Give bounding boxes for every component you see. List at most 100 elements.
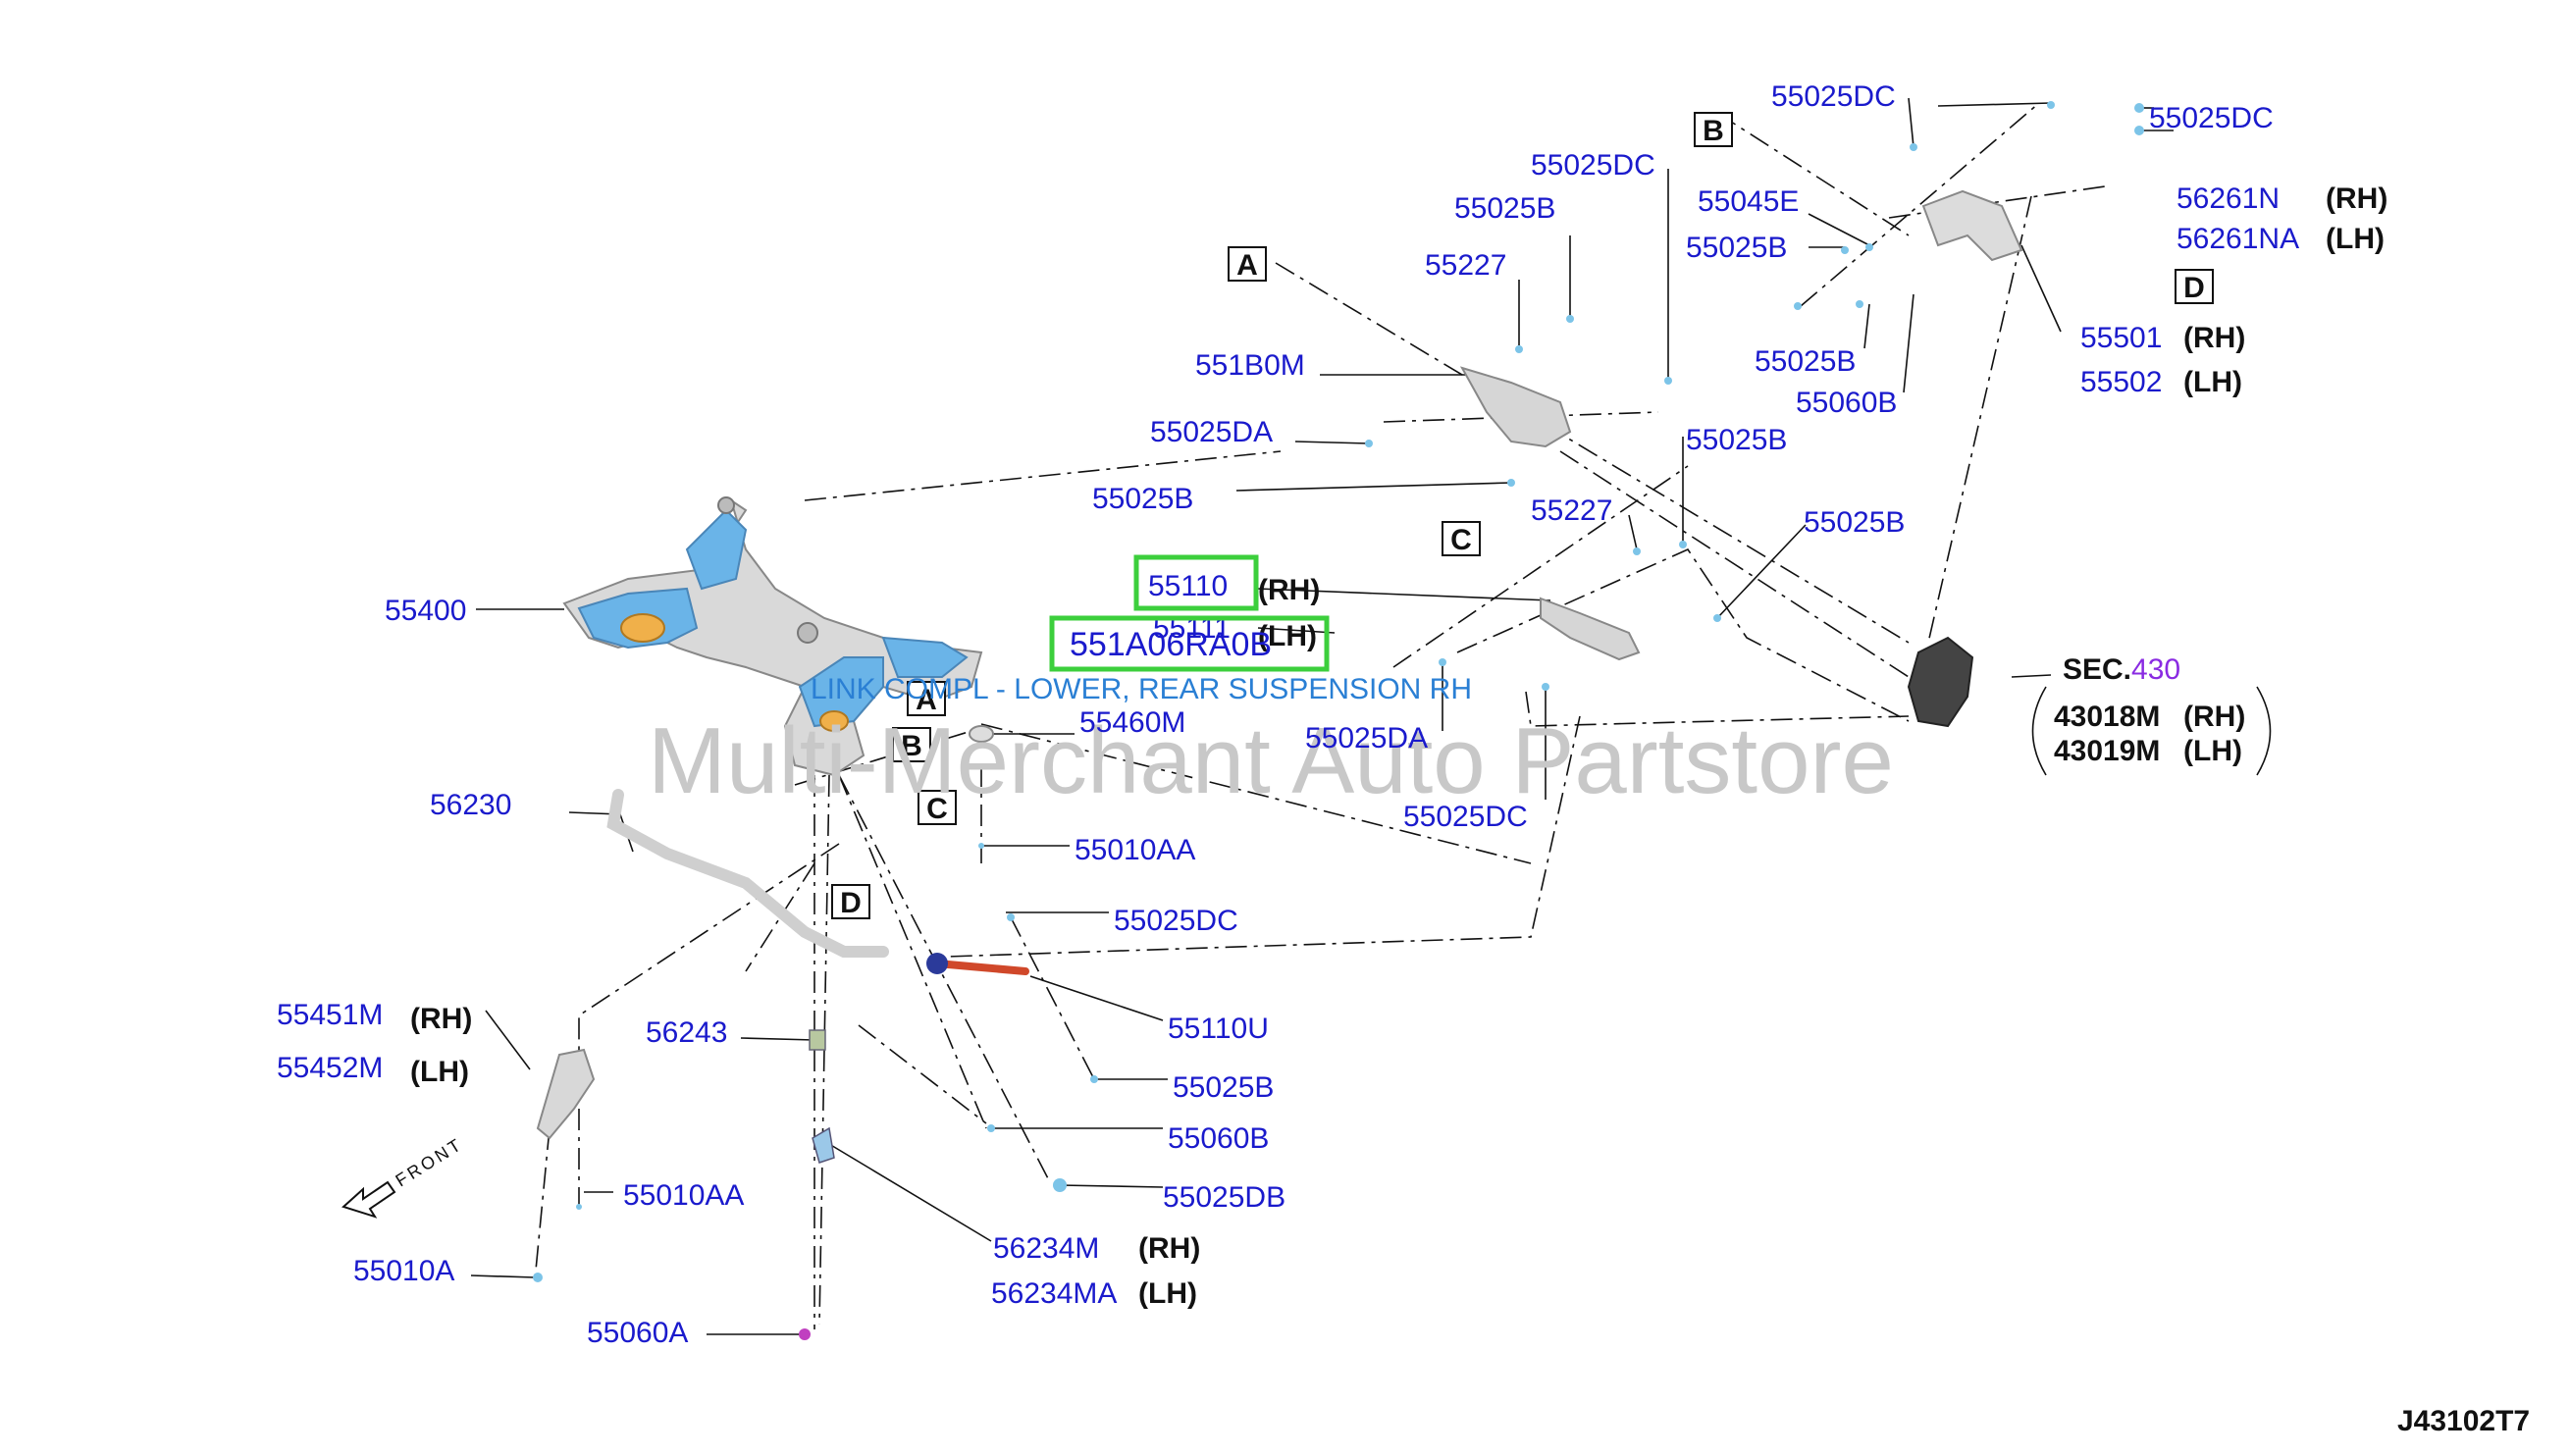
label-551B0M[interactable]: 551B0M [1195, 349, 1305, 382]
svg-text:D: D [2183, 272, 2205, 304]
label-55451M-group[interactable]: 55451M (RH) [277, 999, 472, 1035]
svg-text:A: A [916, 684, 937, 716]
label-55451M[interactable]: 55451M [277, 999, 383, 1031]
selected-part-number[interactable]: 551A06RA0B [1070, 626, 1272, 663]
suffix-lh: (LH) [2183, 366, 2242, 398]
label-56234MA[interactable]: 56234MA [991, 1277, 1117, 1310]
label-43019M[interactable]: 43019M [2054, 735, 2160, 767]
suffix-rh: (RH) [410, 1003, 472, 1035]
label-55460M[interactable]: 55460M [1079, 706, 1185, 739]
right-paren [2256, 686, 2272, 776]
label-55400[interactable]: 55400 [385, 595, 466, 627]
label-55501-group[interactable]: 55501 (RH) [2080, 322, 2245, 354]
part-labels[interactable]: 55025DC 55025DC 55025DC 55045E 55025B 55… [277, 80, 2387, 1349]
upper-arm-shape [1459, 366, 1572, 448]
section-reference[interactable]: SEC.430 43018M (RH) 43019M (LH) [2031, 653, 2272, 776]
label-55025DB[interactable]: 55025DB [1163, 1181, 1285, 1214]
label-55010AA-upper[interactable]: 55010AA [1075, 834, 1195, 866]
box-label-a-subframe: A [907, 681, 946, 716]
suffix-lh: (LH) [2326, 223, 2385, 255]
front-label: FRONT [393, 1134, 467, 1191]
label-55045E[interactable]: 55045E [1698, 185, 1799, 218]
label-55025B-bottom[interactable]: 55025B [1173, 1071, 1274, 1104]
label-55502-group[interactable]: 55502 (LH) [2080, 366, 2242, 398]
box-label-a-top: A [1228, 246, 1267, 282]
suffix-rh: (RH) [1138, 1232, 1200, 1265]
suffix-lh: (LH) [1258, 620, 1317, 652]
label-55452M[interactable]: 55452M [277, 1052, 383, 1084]
label-56230[interactable]: 56230 [430, 789, 511, 821]
label-56261NA-group[interactable]: 56261NA (LH) [2177, 223, 2385, 255]
selected-part-description: LINK COMPL - LOWER, REAR SUSPENSION RH [811, 673, 1472, 705]
label-55110-group[interactable]: 55110 (RH) [1133, 554, 1320, 611]
svg-text:D: D [840, 887, 862, 919]
selected-part-highlight [1049, 615, 1330, 672]
box-label-b-subframe: B [892, 727, 931, 762]
stabilizer-bar-shape [606, 789, 889, 958]
svg-text:A: A [1236, 249, 1258, 282]
label-55025B-top-right[interactable]: 55025B [1686, 232, 1787, 264]
part-shapes [533, 101, 2144, 1340]
fastener-dots [533, 101, 2144, 1282]
label-55010AA-lower[interactable]: 55010AA [623, 1179, 744, 1212]
box-label-d-top: D [2175, 269, 2214, 304]
label-56234MA-group[interactable]: 56234MA (LH) [991, 1277, 1197, 1310]
label-56261N-group[interactable]: 56261N (RH) [2177, 182, 2387, 215]
svg-text:C: C [1450, 524, 1472, 556]
label-55025DC-right[interactable]: 55025DC [2149, 102, 2274, 134]
watermark: Multi-Merchant Auto Partstore [648, 708, 1894, 813]
box-label-c-top: C [1442, 521, 1481, 556]
section-ref-label[interactable]: SEC.430 [2063, 653, 2180, 686]
label-56261NA[interactable]: 56261NA [2177, 223, 2299, 255]
label-55025DC-top[interactable]: 55025DC [1771, 80, 1896, 113]
label-55025DC-bottom[interactable]: 55025DC [1114, 905, 1238, 937]
suffix-rh: (RH) [2326, 182, 2387, 215]
label-55227-upper[interactable]: 55227 [1425, 249, 1506, 282]
suffix-lh: (LH) [2183, 735, 2242, 767]
label-56234M-group[interactable]: 56234M (RH) [993, 1232, 1200, 1265]
label-43019M-group[interactable]: 43019M (LH) [2054, 735, 2242, 767]
label-55060B-bottom[interactable]: 55060B [1168, 1122, 1269, 1155]
selected-part-callout[interactable]: 551A06RA0B LINK COMPL - LOWER, REAR SUSP… [811, 615, 1472, 705]
stabilizer-clamp-shape [812, 1126, 835, 1164]
label-55025B-upper[interactable]: 55025B [1454, 192, 1555, 225]
label-55452M-group[interactable]: 55452M (LH) [277, 1052, 469, 1088]
suffix-rh: (RH) [2183, 322, 2245, 354]
label-55010A[interactable]: 55010A [353, 1255, 454, 1287]
label-55060B-top[interactable]: 55060B [1796, 387, 1897, 419]
washer-shape [969, 725, 994, 743]
bracket-shape [536, 1048, 596, 1140]
svg-text:B: B [901, 730, 922, 762]
label-55060A[interactable]: 55060A [587, 1317, 688, 1349]
label-55025DC-mid[interactable]: 55025DC [1531, 149, 1655, 182]
suffix-lh: (LH) [1138, 1277, 1197, 1310]
label-55025B-mid[interactable]: 55025B [1686, 424, 1787, 456]
diagram-code: J43102T7 [2397, 1405, 2530, 1437]
label-55502[interactable]: 55502 [2080, 366, 2162, 398]
label-43018M-group[interactable]: 43018M (RH) [2054, 701, 2245, 733]
label-56234M[interactable]: 56234M [993, 1232, 1099, 1265]
label-55227-lower[interactable]: 55227 [1531, 494, 1612, 527]
label-55025DA-upper[interactable]: 55025DA [1150, 416, 1273, 448]
leader-lines [470, 97, 2174, 1335]
box-label-d-subframe: D [831, 884, 870, 919]
label-55110[interactable]: 55110 [1148, 570, 1228, 602]
subframe-shape [562, 496, 983, 777]
label-56261N[interactable]: 56261N [2177, 182, 2280, 215]
section-ref-prefix: SEC. [2063, 653, 2131, 686]
highlight-55110 [1133, 554, 1259, 611]
label-55025B-right[interactable]: 55025B [1755, 345, 1856, 378]
box-label-b-top: B [1694, 112, 1733, 147]
label-43018M[interactable]: 43018M [2054, 701, 2160, 733]
svg-text:C: C [926, 793, 948, 825]
label-55501[interactable]: 55501 [2080, 322, 2162, 354]
label-55025B-lower-right[interactable]: 55025B [1804, 506, 1905, 539]
suffix-rh: (RH) [1258, 574, 1320, 606]
label-56243[interactable]: 56243 [646, 1016, 727, 1049]
knuckle-shape [1907, 636, 1974, 728]
label-55025DA-lower[interactable]: 55025DA [1305, 722, 1428, 754]
label-55025B-left[interactable]: 55025B [1092, 483, 1193, 515]
label-55025DC-lower[interactable]: 55025DC [1403, 801, 1528, 833]
label-55110U[interactable]: 55110U [1168, 1013, 1269, 1045]
